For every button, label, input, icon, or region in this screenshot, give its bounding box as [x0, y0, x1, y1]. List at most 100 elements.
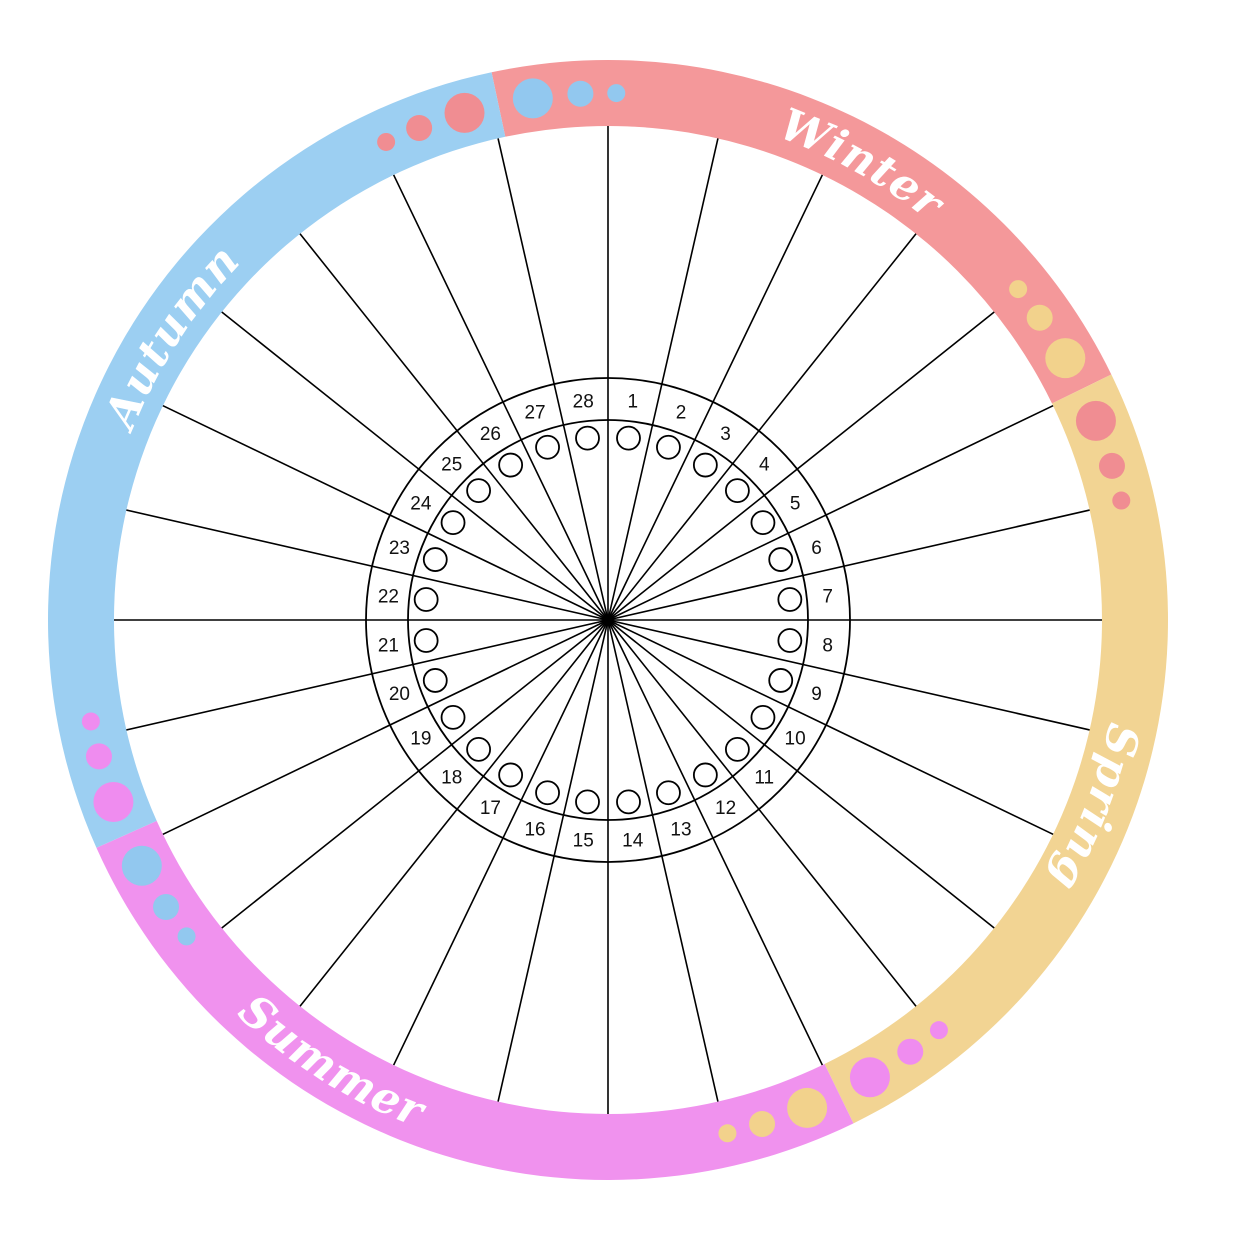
day-number: 7	[822, 586, 833, 607]
day-spoke	[497, 619, 609, 1102]
decorative-dot	[567, 80, 594, 107]
day-spoke	[607, 138, 719, 621]
decorative-dot	[1009, 280, 1028, 299]
day-spoke	[162, 404, 609, 621]
day-checkbox[interactable]	[768, 547, 794, 572]
decorative-dot	[1112, 491, 1131, 510]
day-checkbox[interactable]	[535, 434, 560, 460]
day-checkbox[interactable]	[440, 704, 466, 730]
day-checkbox[interactable]	[750, 704, 776, 730]
day-checkbox[interactable]	[692, 762, 718, 788]
day-checkbox[interactable]	[575, 789, 600, 815]
decorative-dot	[93, 781, 134, 822]
day-number: 20	[389, 684, 410, 705]
day-spoke	[607, 233, 917, 621]
day-number: 5	[790, 493, 801, 514]
day-number: 4	[759, 455, 770, 476]
day-number: 22	[378, 586, 399, 607]
decorative-dot	[1045, 338, 1086, 379]
day-rings: 1234567891011121314151617181920212223242…	[365, 377, 851, 863]
day-checkbox[interactable]	[466, 478, 491, 503]
inner-day-ring	[407, 419, 809, 821]
day-number: 24	[410, 493, 432, 514]
decorative-dot	[929, 1021, 948, 1040]
decorative-dot	[444, 92, 485, 133]
day-spoke	[607, 404, 1054, 621]
day-number: 10	[785, 729, 806, 750]
day-number: 15	[573, 831, 594, 852]
season-label-autumn: Autumn	[94, 235, 250, 439]
day-checkbox[interactable]	[422, 668, 448, 693]
day-checkbox[interactable]	[535, 780, 560, 806]
day-number: 18	[441, 767, 462, 788]
day-checkbox[interactable]	[498, 762, 524, 788]
day-spoke	[497, 138, 609, 621]
day-number: 19	[410, 729, 431, 750]
day-number: 2	[676, 402, 687, 423]
decorative-dot	[1098, 452, 1125, 479]
day-spoke	[607, 509, 1090, 621]
day-spokes	[114, 126, 1102, 1114]
decorative-dot	[749, 1110, 776, 1137]
day-checkbox[interactable]	[750, 510, 776, 536]
season-segment-autumn	[48, 72, 506, 848]
day-checkbox[interactable]	[725, 478, 750, 503]
decorative-dot	[718, 1124, 737, 1143]
decorative-dot	[406, 115, 433, 142]
decorative-dot	[177, 927, 196, 946]
day-checkbox[interactable]	[656, 434, 681, 460]
decorative-dot	[897, 1038, 924, 1065]
decorative-dot	[81, 712, 100, 731]
day-checkbox[interactable]	[616, 789, 641, 815]
season-segment-summer	[96, 820, 854, 1181]
day-number: 12	[715, 798, 736, 819]
day-checkbox[interactable]	[498, 452, 524, 478]
decorative-dot	[377, 132, 396, 151]
day-number: 27	[524, 402, 545, 423]
day-spoke	[607, 619, 824, 1066]
day-spoke	[299, 233, 609, 621]
day-checkbox[interactable]	[413, 587, 439, 612]
outer-day-ring	[365, 377, 851, 863]
decorative-dot	[153, 894, 180, 921]
day-spoke	[607, 311, 995, 621]
day-number: 1	[627, 391, 638, 412]
day-number: 8	[822, 636, 833, 657]
day-checkbox[interactable]	[768, 668, 794, 693]
season-segment-spring	[824, 374, 1169, 1124]
day-spoke	[299, 619, 609, 1007]
day-checkbox[interactable]	[777, 628, 803, 653]
day-checkbox[interactable]	[616, 425, 641, 451]
day-spoke	[221, 311, 609, 621]
day-spoke	[607, 619, 1090, 731]
day-spoke	[392, 174, 609, 621]
day-number: 3	[720, 424, 731, 445]
decorative-dot	[1026, 304, 1053, 331]
day-number: 13	[670, 820, 691, 841]
day-checkbox[interactable]	[413, 628, 439, 653]
day-number: 9	[811, 684, 822, 705]
day-number: 6	[811, 538, 822, 559]
day-number: 17	[480, 798, 501, 819]
day-spoke	[221, 619, 609, 929]
day-checkbox[interactable]	[440, 510, 466, 536]
day-spoke	[607, 619, 719, 1102]
day-checkbox[interactable]	[777, 587, 803, 612]
day-checkbox[interactable]	[466, 737, 491, 762]
day-spoke	[392, 619, 609, 1066]
day-checkbox[interactable]	[725, 737, 750, 762]
day-checkbox[interactable]	[422, 547, 448, 572]
decorative-dot	[1075, 400, 1116, 441]
day-checkbox[interactable]	[656, 780, 681, 806]
day-spoke	[126, 509, 609, 621]
day-checkbox[interactable]	[575, 425, 600, 451]
day-spoke	[607, 619, 1054, 836]
decorative-dot	[787, 1087, 828, 1128]
decorative-dot	[512, 78, 553, 119]
day-spoke	[607, 174, 824, 621]
day-spoke	[162, 619, 609, 836]
day-number: 21	[378, 636, 399, 657]
day-checkbox[interactable]	[692, 452, 718, 478]
